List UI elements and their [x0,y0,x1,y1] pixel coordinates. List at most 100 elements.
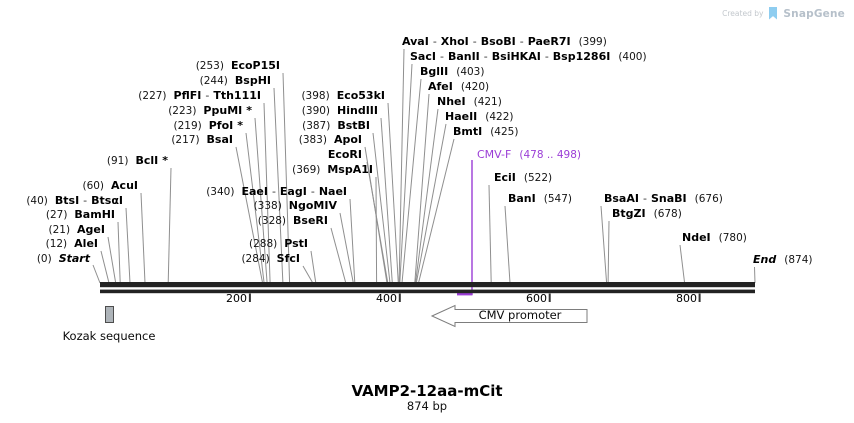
connector-line [167,167,172,284]
site-position: (340) [206,186,235,198]
name-separator: - [642,192,647,205]
connector-line [600,205,608,284]
connector-line [414,93,430,284]
primer-label-cmv-f: CMV-F(478 .. 498) [477,148,581,162]
site-label-sfci: (284)SfcI [241,252,300,266]
ruler-label-800: 800 [676,292,697,305]
site-label-ecori: EcoRI [328,148,362,161]
primer-cmv-f-glyph [457,160,473,296]
enzyme-name: BanI [508,192,536,205]
enzyme-name: NdeI [682,231,711,244]
site-position: (91) [106,155,129,167]
enzyme-name: AgeI [77,223,105,236]
sequence-axis [100,282,755,302]
site-position: (244) [199,75,228,87]
site-position: (219) [173,120,202,132]
site-label-bstbi: (387)BstBI [302,119,370,133]
site-label-bglii: BglII(403) [420,65,484,79]
site-label-bsphi: (244)BspHI [200,74,271,88]
sequence-end-name: Start [58,252,90,265]
site-position: (12) [45,238,68,250]
enzyme-name: BsaI [206,133,233,146]
primer-name: CMV-F [477,148,512,161]
site-position: (223) [168,105,197,117]
site-label-nhei: NheI(421) [437,95,502,109]
name-separator: - [472,35,477,48]
enzyme-name: HindIII [337,104,378,117]
site-label-bseri: (328) BseRI [258,214,328,228]
connector-line [415,108,439,284]
enzyme-name: PfoI [208,119,234,132]
enzyme-name: BsoBI [480,35,516,48]
connector-line [349,198,356,284]
site-position: (60) [82,180,105,192]
snapgene-ribbon-shape [769,7,778,20]
kozak-sequence-box [105,306,114,323]
connector-line [399,63,413,284]
site-label-avai-xhoi-bsobi-paer7i: AvaI-XhoI-BsoBI-PaeR7I(399) [402,35,607,49]
methylation-asterisk: * [237,119,243,132]
site-position: (676) [694,193,723,205]
connector-line [488,184,492,284]
sequence-bar-top [100,282,755,288]
sequence-title: VAMP2-12aa-mCit [351,382,503,400]
enzyme-name: EcoRI [327,148,362,161]
connector-line [125,207,131,284]
enzyme-name: EciI [494,171,516,184]
connector-line [310,250,317,284]
site-label-eco53ki: (398)Eco53kI [301,89,385,103]
site-label-alei: (12)AleI [46,237,98,251]
site-label-ppumi: (223)PpuMI* [168,104,252,118]
enzyme-name: AfeI [428,80,453,93]
enzyme-name: PflFI [173,89,202,102]
site-label-saci-banii-bsihkai-bsp1286i: SacI-BanII-BsiHKAI-Bsp1286I(400) [410,50,647,64]
site-label-end: End(874) [753,253,812,267]
enzyme-name: BtsαI [91,194,123,207]
sequence-bar-bottom [100,289,755,294]
map-title-block: VAMP2-12aa-mCit 874 bp [351,383,502,413]
connector-line [607,220,610,284]
name-separator: - [439,50,444,63]
enzyme-name: PaeR7I [527,35,571,48]
ruler-label-400: 400 [376,292,397,305]
site-position: (383) [298,134,327,146]
connector-line [398,48,405,284]
enzyme-name: MspA1I [327,163,373,176]
connector-line [504,205,511,284]
connector-line [92,264,101,284]
site-label-bani: BanI(547) [508,192,572,206]
cmv-promoter-label: CMV promoter [478,308,562,322]
enzyme-name: NheI [437,95,466,108]
enzyme-name: BseRI [293,214,328,227]
enzyme-name: BmtI [453,125,483,138]
site-label-psti: (288)PstI [249,237,308,251]
enzyme-name: NaeI [318,185,347,198]
connector-line [418,138,455,284]
site-label-eaei-eagi-naei: (340)EaeI-EagI-NaeI [206,185,347,199]
site-label-pflfi-tth111i: (227)PflFI-Tth111I [138,89,261,103]
enzyme-name: ApoI [333,133,362,146]
name-separator: - [483,50,488,63]
enzyme-name: NgoMIV [288,199,337,212]
enzyme-name: SfcI [276,252,300,265]
connector-line [245,132,265,284]
site-position: (390) [301,105,331,117]
ruler-label-600: 600 [526,292,547,305]
site-position: (369) [292,164,321,176]
site-position: (399) [578,36,607,48]
site-position: (420) [460,81,490,93]
enzyme-name: EaeI [241,185,268,198]
created-by-text: Created by [722,9,764,18]
site-position: (21) [48,224,71,236]
name-separator: - [271,185,276,198]
site-label-bcli: (91)BclI* [107,154,168,168]
site-position: (874) [784,254,813,266]
methylation-asterisk: * [162,154,168,167]
connector-line [100,250,110,284]
site-label-pfoi: (219) PfoI* [174,119,244,133]
site-position: (328) [257,215,287,227]
connector-line [679,244,686,284]
enzyme-name: BsaAI [604,192,639,205]
